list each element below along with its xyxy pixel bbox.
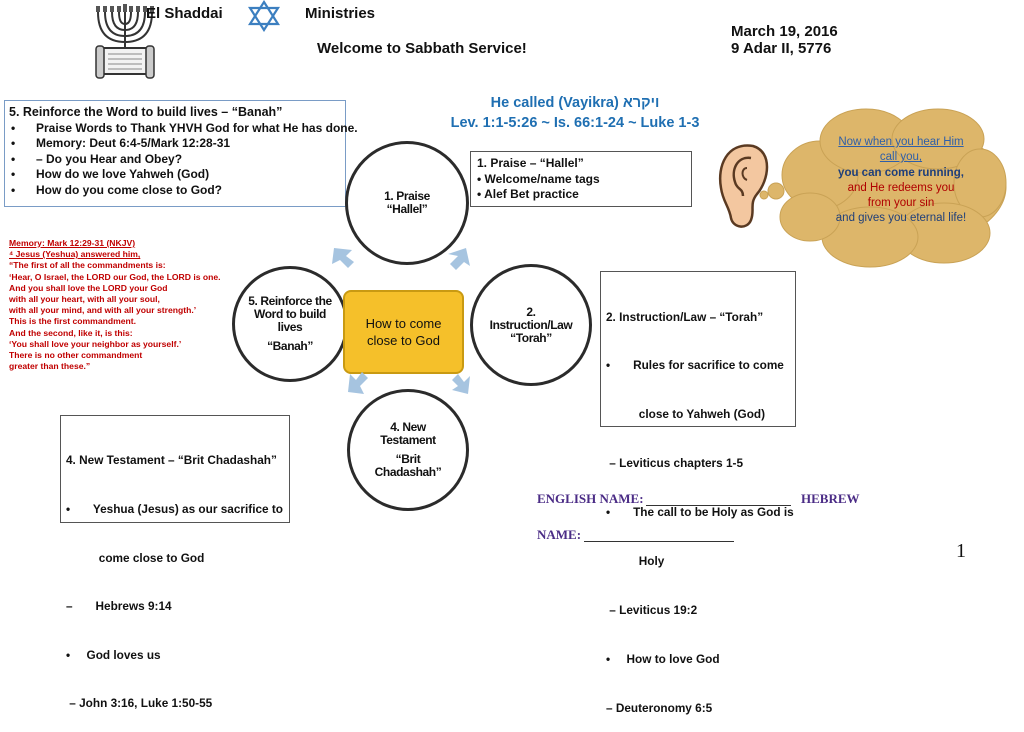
list-item: • How to love God [606, 651, 720, 666]
bubble-line: and He redeems you [847, 181, 955, 194]
list-item: 4. New Testament – “Brit Chadashah” [66, 453, 277, 468]
parsha-readings: Lev. 1:1-5:26 ~ Is. 66:1-24 ~ Luke 1-3 [450, 115, 700, 131]
list-item: • Alef Bet practice [477, 187, 579, 201]
bubble-line: Now when you hear Him [838, 136, 964, 148]
menorah-logo [86, 2, 164, 84]
thought-bubble [758, 105, 1008, 271]
cycle-node-praise: 1. Praise“Hallel” [345, 141, 469, 265]
reinforce-list: •Praise Words to Thank YHVH God for what… [9, 120, 358, 199]
list-item: •– Do you Hear and Obey? [11, 151, 183, 166]
star-of-david-icon [247, 0, 281, 33]
memory-verse-line: greater than these.” [9, 361, 91, 372]
bubble-line: from your sin [867, 197, 935, 210]
memory-verse-line: ‘Hear, O Israel, the LORD our God, the L… [9, 271, 221, 282]
memory-verse-line: ⁴ Jesus (Yeshua) answered him, [9, 249, 141, 260]
memory-verse-line: with all your mind, and with all your st… [9, 305, 197, 316]
list-item: – Deuteronomy 6:5 [606, 700, 713, 715]
list-item: 1. Praise – “Hallel” [477, 156, 584, 170]
memory-verse-line: ‘You shall love your neighbor as yoursel… [9, 338, 182, 349]
new-testament-box: 4. New Testament – “Brit Chadashah” • Ye… [60, 415, 290, 710]
ear-icon [713, 140, 777, 232]
cycle-center: How to come close to God [343, 290, 464, 374]
reinforce-heading: 5. Reinforce the Word to build lives – “… [9, 105, 283, 119]
parsha-title: He called (Vayikra) ויקרא Lev. 1:1-5:26 … [420, 93, 730, 133]
list-item: – Leviticus 19:2 [606, 602, 698, 617]
list-item: • God loves us [66, 647, 161, 662]
list-item: • Yeshua (Jesus) as our sacrifice to [66, 502, 284, 517]
list-item: •How do we love Yahweh (God) [11, 167, 210, 181]
list-item: • Welcome/name tags [477, 171, 600, 186]
cycle-arrows [320, 240, 500, 400]
list-item: – Hebrews 9:14 [66, 599, 172, 614]
memory-verse-line: And the second, like it, is this: [9, 327, 133, 338]
english-name-label: ENGLISH NAME: [537, 491, 644, 506]
parsha-name: He called (Vayikra) ויקרא [490, 95, 660, 111]
praise-box: 1. Praise – “Hallel” • Welcome/name tags… [470, 151, 692, 207]
list-item: 2. Instruction/Law – “Torah” [606, 309, 764, 324]
list-item: •How do you come close to God? [11, 182, 223, 197]
list-item: come close to God [66, 550, 205, 565]
reinforce-box: 5. Reinforce the Word to build lives – “… [4, 100, 358, 207]
hebrew-date: 9 Adar II, 5776 [731, 40, 832, 57]
instruction-box: 2. Instruction/Law – “Torah” • Rules for… [600, 271, 796, 715]
org-name-right: Ministries [305, 5, 376, 22]
bubble-text: Now when you hear Him call you, you can … [806, 135, 996, 227]
memory-verse-line: This is the first commandment. [9, 316, 137, 327]
welcome-heading: Welcome to Sabbath Service! [317, 40, 527, 57]
hebrew-label: HEBREW [801, 491, 860, 506]
list-item: •Memory: Deut 6:4-5/Mark 12:28-31 [11, 136, 231, 150]
hebrew-name-field[interactable] [584, 541, 734, 542]
bubble-line: call you, [879, 151, 923, 164]
name-label: NAME: [537, 527, 582, 542]
list-item: • Rules for sacrifice to come [606, 358, 784, 373]
memory-verse-line: There is no other commandment [9, 350, 143, 361]
list-item: Holy [606, 554, 665, 569]
cycle-node-instruction: 2.Instruction/Law“Torah” [470, 264, 592, 386]
list-item: close to Yahweh (God) [606, 407, 766, 422]
org-name-left: El Shaddai [146, 5, 223, 22]
bubble-line: you can come running, [838, 166, 964, 179]
memory-verse: Memory: Mark 12:29-31 (NKJV) ⁴ Jesus (Ye… [9, 238, 221, 372]
list-item: – John 3:16, Luke 1:50-55 [66, 696, 213, 711]
service-date: March 19, 2016 [731, 23, 838, 40]
english-name-field[interactable] [646, 505, 791, 506]
list-item: •Praise Words to Thank YHVH God for what… [11, 120, 358, 135]
memory-verse-line: with all your heart, with all your soul, [9, 294, 160, 305]
memory-verse-line: Memory: Mark 12:29-31 (NKJV) [9, 238, 136, 248]
memory-verse-line: And you shall love the LORD your God [9, 282, 168, 293]
list-item: • The call to be Holy as God is [606, 505, 794, 520]
page-number: 1 [956, 540, 966, 562]
memory-verse-line: “The first of all the commandments is: [9, 260, 166, 271]
bubble-line: and gives you eternal life! [835, 212, 967, 225]
list-item: – Leviticus chapters 1-5 [606, 456, 744, 471]
